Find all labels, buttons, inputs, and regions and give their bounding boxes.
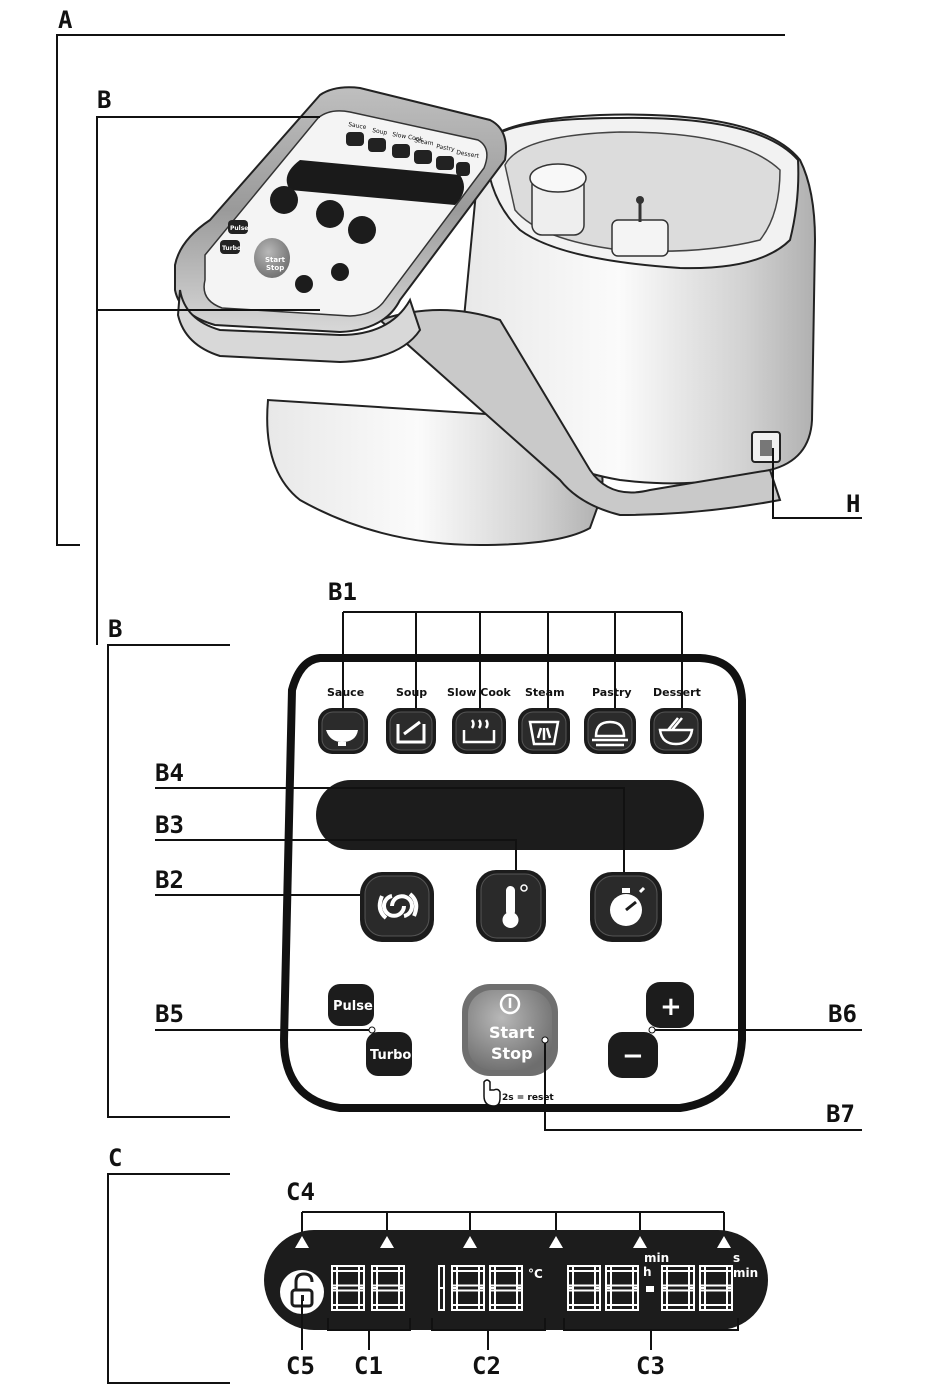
unit-h: h xyxy=(643,1265,652,1279)
program-label-soup: Soup xyxy=(396,686,427,699)
program-button-pastry[interactable] xyxy=(584,708,636,754)
program-label-pastry: Pastry xyxy=(592,686,632,699)
time-separator xyxy=(646,1286,654,1292)
callout-A: A xyxy=(58,6,73,34)
unit-s: s xyxy=(733,1251,740,1265)
callout-B1: B1 xyxy=(328,578,357,606)
callout-B2: B2 xyxy=(155,866,184,894)
callout-B5: B5 xyxy=(155,1000,184,1028)
minus-button[interactable]: − xyxy=(608,1032,658,1078)
start-stop-button[interactable]: Start Stop xyxy=(462,984,558,1076)
callout-C3: C3 xyxy=(636,1352,665,1380)
callout-B3: B3 xyxy=(155,811,184,839)
unit-celsius: °C xyxy=(528,1267,543,1281)
callout-C5: C5 xyxy=(286,1352,315,1380)
reset-hint-text: 2s = reset xyxy=(502,1093,554,1103)
start-label: Start xyxy=(489,1023,535,1042)
program-button-soup[interactable] xyxy=(386,708,436,754)
callout-C4: C4 xyxy=(286,1178,315,1206)
unit-min-right: min xyxy=(733,1266,758,1280)
program-button-sauce[interactable] xyxy=(318,708,368,754)
program-button-steam[interactable] xyxy=(518,708,570,754)
turbo-label: Turbo xyxy=(370,1048,411,1063)
machine-turbo-label: Turbo xyxy=(222,245,241,252)
machine-illustration: Sauce Soup Slow Cook Steam Pastry Desser… xyxy=(175,87,815,545)
c-bracket xyxy=(108,1174,230,1383)
turbo-button[interactable]: Turbo xyxy=(366,1032,412,1076)
speed-button[interactable] xyxy=(360,872,434,942)
stop-label: Stop xyxy=(491,1044,533,1063)
plus-label: + xyxy=(660,992,682,1022)
callout-C1: C1 xyxy=(354,1352,383,1380)
callout-B-top: B xyxy=(97,86,111,114)
program-button-dessert[interactable] xyxy=(650,708,702,754)
timer-button[interactable] xyxy=(590,872,662,942)
pulse-button[interactable]: Pulse xyxy=(328,984,374,1026)
callout-B4: B4 xyxy=(155,759,184,787)
callout-B6: B6 xyxy=(828,1000,857,1028)
callout-C2: C2 xyxy=(472,1352,501,1380)
program-label-slowcook: Slow Cook xyxy=(447,686,511,699)
callout-B-panel: B xyxy=(108,615,122,643)
program-label-sauce: Sauce xyxy=(327,686,364,699)
program-label-dessert: Dessert xyxy=(653,686,701,699)
plus-button[interactable]: + xyxy=(646,982,694,1028)
unit-min-top: min xyxy=(644,1251,669,1265)
temperature-button[interactable] xyxy=(476,870,546,942)
program-button-slowcook[interactable] xyxy=(452,708,506,754)
pulse-label: Pulse xyxy=(333,999,373,1014)
callout-B7: B7 xyxy=(826,1100,855,1128)
machine-stop-label: Stop xyxy=(266,264,284,272)
callout-C: C xyxy=(108,1144,122,1172)
program-label-steam: Steam xyxy=(525,686,565,699)
minus-label: − xyxy=(622,1041,644,1071)
machine-start-label: Start xyxy=(265,256,286,264)
callout-H: H xyxy=(846,490,860,518)
machine-pulse-label: Pulse xyxy=(230,225,248,232)
